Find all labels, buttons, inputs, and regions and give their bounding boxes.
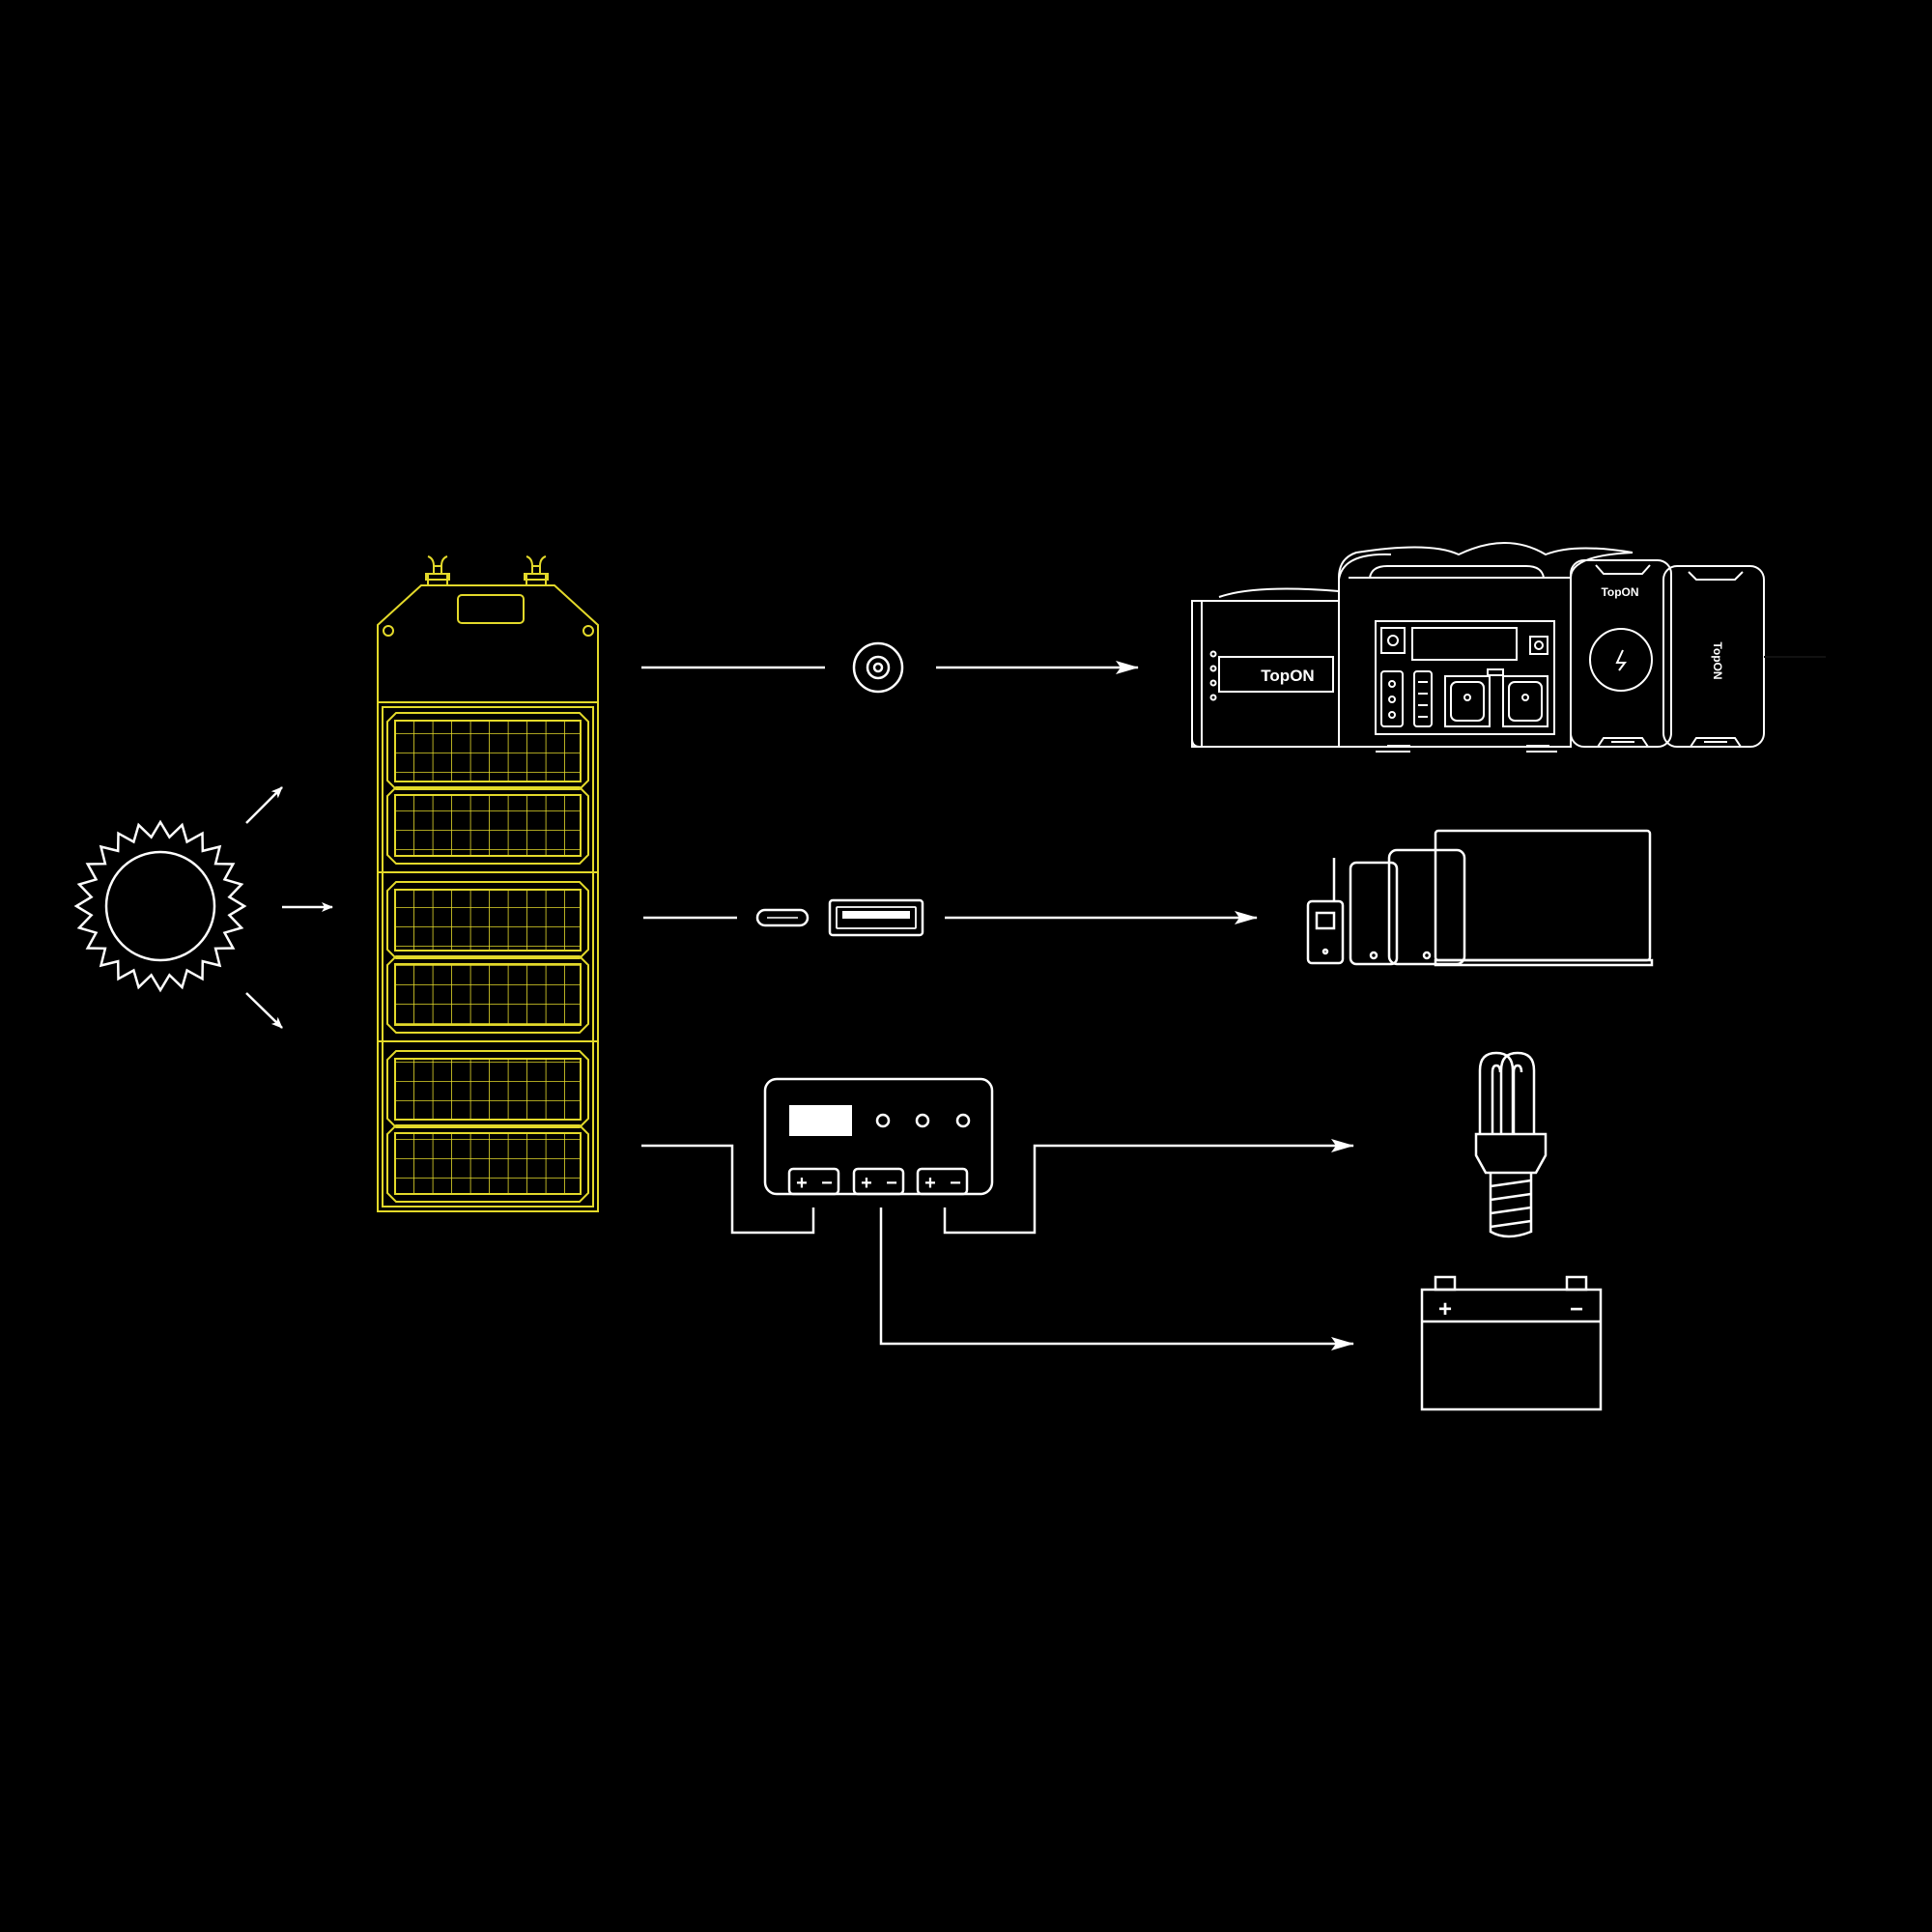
station-logo: TopON <box>1261 667 1314 685</box>
light-bulb-icon <box>1474 1051 1548 1238</box>
terminal-1-minus: − <box>821 1173 833 1194</box>
solar-cell <box>386 1050 589 1128</box>
usb-a-port-icon <box>828 898 924 937</box>
terminal-1-plus: + <box>796 1173 808 1194</box>
controller-terminal-labels: + − + − + − <box>796 1173 961 1194</box>
battery-plus: + <box>1438 1296 1452 1322</box>
solar-cell-grid <box>394 1132 582 1195</box>
car-battery-icon <box>1420 1275 1603 1411</box>
terminal-2-plus: + <box>861 1173 872 1194</box>
usb-c-port-icon <box>755 908 810 927</box>
solar-cell-grid <box>394 963 582 1026</box>
terminal-3-minus: − <box>950 1173 961 1194</box>
hook-right <box>524 555 549 585</box>
ray-arrow-up <box>245 786 283 824</box>
battery-minus: − <box>1570 1296 1583 1322</box>
solar-cell-grid <box>394 720 582 782</box>
solar-cell <box>386 955 589 1034</box>
solar-cell <box>386 712 589 790</box>
sun-rays-arrows <box>245 786 333 1029</box>
power-station-icon <box>1191 542 1826 753</box>
terminal-2-minus: − <box>886 1173 897 1194</box>
controller-wiring <box>641 1139 1354 1350</box>
solar-cell <box>386 881 589 959</box>
dc-barrel-port-icon <box>852 641 904 694</box>
sun-icon <box>73 819 247 993</box>
controller-display <box>789 1105 852 1136</box>
solar-cell-grid <box>394 1058 582 1121</box>
powerbank-logo-2: TopON <box>1711 641 1724 679</box>
solar-panel-icon <box>377 555 599 1212</box>
terminal-3-plus: + <box>924 1173 936 1194</box>
solar-cell-grid <box>394 889 582 952</box>
ray-arrow-down <box>245 992 283 1029</box>
devices-icon <box>1306 829 1654 967</box>
solar-cell <box>386 786 589 865</box>
powerbank-logo-1: TopON <box>1601 585 1638 599</box>
hook-left <box>425 555 450 585</box>
charge-controller-icon <box>763 1077 994 1196</box>
solar-cell <box>386 1124 589 1203</box>
solar-cell-grid <box>394 794 582 857</box>
